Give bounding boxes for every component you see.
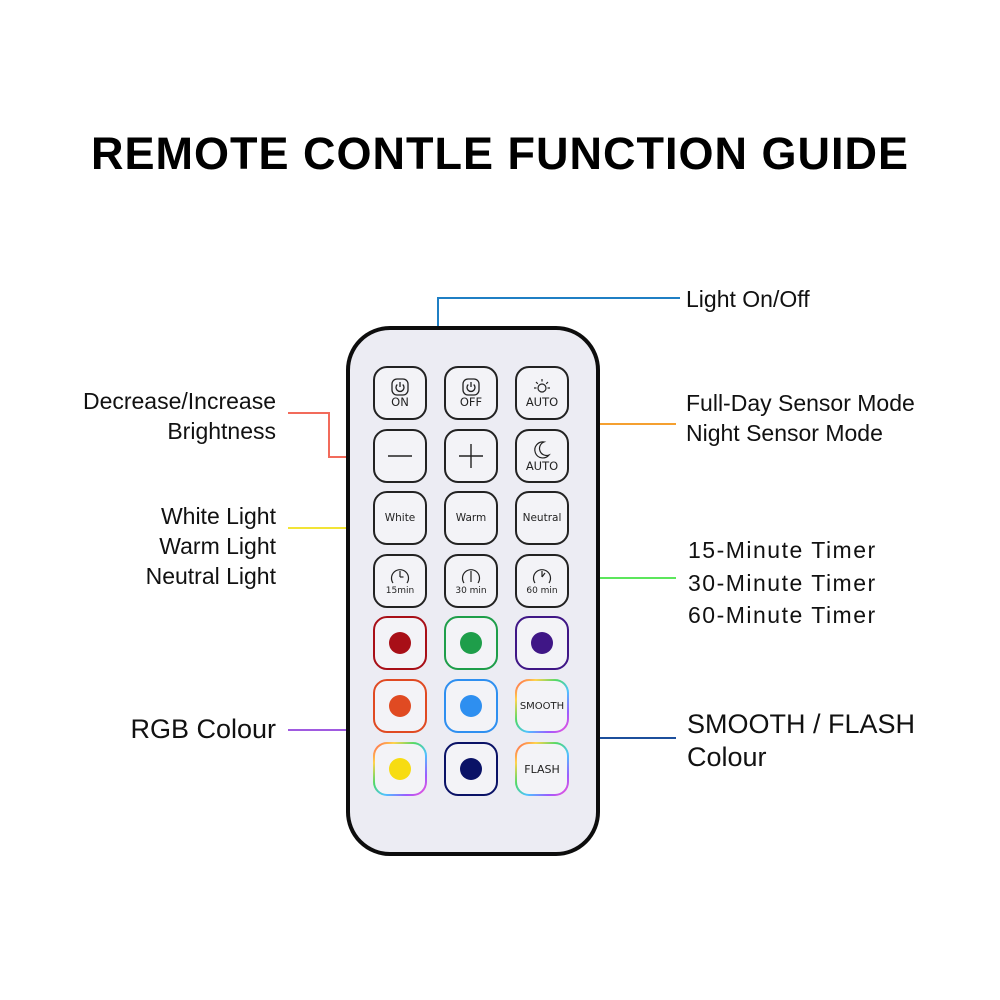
smooth-button[interactable]: SMOOTH — [515, 679, 569, 733]
color-navy-button[interactable] — [444, 742, 498, 796]
color-dot — [531, 632, 553, 654]
label-line: Decrease/Increase — [82, 388, 276, 414]
timer-icon — [390, 569, 410, 584]
neutral-label: Neutral — [522, 512, 562, 524]
timer-30-button[interactable]: 30 min — [444, 554, 498, 608]
label-line: SMOOTH / FLASH — [687, 709, 916, 739]
flash-button[interactable]: FLASH — [515, 742, 569, 796]
on-label: ON — [391, 394, 409, 409]
color-dot — [460, 632, 482, 654]
neutral-light-button[interactable]: Neutral — [515, 491, 569, 545]
color-dark-red-button[interactable] — [373, 616, 427, 670]
label-line: White Light — [160, 503, 276, 529]
sun-icon — [534, 378, 550, 393]
label-line: 30-Minute Timer — [688, 569, 877, 596]
timer-15-button[interactable]: 15min — [373, 554, 427, 608]
timer-icon — [461, 569, 481, 584]
power-icon — [462, 377, 480, 396]
on-button[interactable]: ON — [373, 366, 427, 420]
auto-day-button[interactable]: AUTO — [515, 366, 569, 420]
label-line: Full-Day Sensor Mode — [686, 390, 915, 416]
label-line: Neutral Light — [145, 563, 276, 589]
label-decrease-increase: Decrease/Increase Brightness — [40, 386, 276, 446]
label-sensor-modes: Full-Day Sensor Mode Night Sensor Mode — [686, 388, 915, 448]
timer-15-label: 15min — [385, 586, 415, 596]
smooth-label: SMOOTH — [519, 700, 565, 712]
white-label: White — [384, 512, 416, 524]
color-dot — [389, 695, 411, 717]
auto-night-button[interactable]: AUTO — [515, 429, 569, 483]
off-label: OFF — [459, 394, 483, 409]
auto-day-label: AUTO — [525, 394, 559, 409]
warm-light-button[interactable]: Warm — [444, 491, 498, 545]
label-line: Warm Light — [159, 533, 276, 559]
color-orange-button[interactable] — [373, 679, 427, 733]
warm-label: Warm — [455, 512, 487, 524]
label-timers: 15-Minute Timer 30-Minute Timer 60-Minut… — [688, 534, 877, 632]
label-light-on-off: Light On/Off — [686, 286, 810, 312]
off-button[interactable]: OFF — [444, 366, 498, 420]
label-smooth-flash: SMOOTH / FLASH Colour — [687, 708, 915, 774]
label-line: 15-Minute Timer — [688, 537, 877, 563]
color-dot — [460, 758, 482, 780]
label-line: 60-Minute Timer — [688, 602, 877, 628]
color-purple-button[interactable] — [515, 616, 569, 670]
color-dot — [389, 758, 411, 780]
decrease-brightness-button[interactable] — [373, 429, 427, 483]
white-light-button[interactable]: White — [373, 491, 427, 545]
power-icon — [391, 377, 409, 396]
increase-brightness-button[interactable] — [444, 429, 498, 483]
timer-60-label: 60 min — [526, 586, 558, 596]
color-dot — [460, 695, 482, 717]
label-line: Night Sensor Mode — [686, 420, 883, 446]
auto-night-label: AUTO — [525, 458, 559, 473]
timer-30-label: 30 min — [455, 586, 487, 596]
color-dot — [389, 632, 411, 654]
label-white-warm-neutral: White Light Warm Light Neutral Light — [40, 501, 276, 591]
plus-icon — [459, 444, 483, 468]
label-rgb-colour: RGB Colour — [130, 714, 276, 744]
moon-icon — [534, 440, 551, 459]
timer-icon — [532, 569, 552, 584]
color-yellow-button[interactable] — [373, 742, 427, 796]
color-green-button[interactable] — [444, 616, 498, 670]
label-line: Brightness — [167, 418, 276, 444]
color-sky-blue-button[interactable] — [444, 679, 498, 733]
timer-60-button[interactable]: 60 min — [515, 554, 569, 608]
label-line: Colour — [687, 742, 767, 772]
flash-label: FLASH — [524, 762, 560, 776]
minus-icon — [388, 455, 412, 457]
page-title: REMOTE CONTLE FUNCTION GUIDE — [91, 128, 909, 179]
